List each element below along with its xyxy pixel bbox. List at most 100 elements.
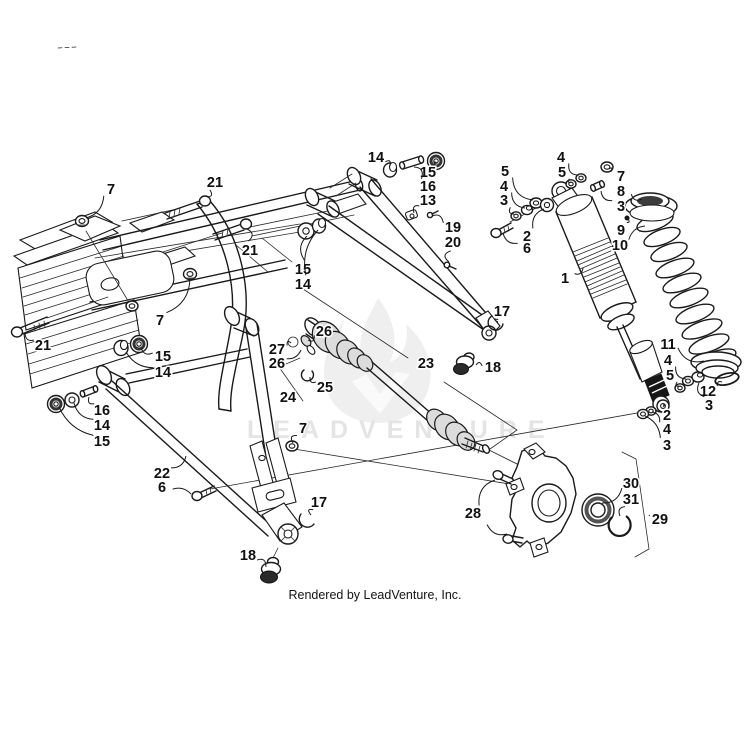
callout-27: 27	[267, 341, 292, 360]
callout-label: 15	[295, 262, 311, 278]
callout-14: 14	[366, 149, 391, 168]
callout-7: 7	[85, 181, 117, 219]
bushing-15c	[129, 334, 149, 354]
callout-label: 28	[465, 506, 481, 522]
callout-10: 10	[610, 225, 646, 256]
washer-15b	[297, 222, 315, 240]
callout-label: 7	[299, 421, 307, 437]
snap-ring-17-lower	[298, 513, 315, 528]
callout-15: 15	[58, 406, 112, 452]
callout-5: 5	[499, 163, 534, 201]
washer-3a	[510, 211, 522, 221]
nut-7e	[600, 161, 614, 173]
callout-label: 2	[663, 408, 671, 424]
callout-label: 2	[523, 229, 531, 245]
callout-7: 7	[608, 167, 627, 187]
hardware	[10, 151, 705, 544]
callout-label: 14	[295, 277, 311, 293]
callout-label: 23	[418, 356, 434, 372]
callout-label: 10	[612, 238, 628, 254]
eyelet-bushing-2a	[539, 197, 555, 213]
callout-label: 27	[269, 342, 285, 358]
steering-knuckle	[505, 442, 632, 558]
callout-17: 17	[308, 494, 329, 516]
callout-label: 1	[561, 271, 569, 287]
washer-15d	[46, 394, 66, 414]
callout-label: 8	[617, 184, 625, 200]
callout-label: 3	[617, 199, 625, 215]
callout-label: 6	[158, 480, 166, 496]
callout-label: 17	[494, 304, 510, 320]
nut-4d	[681, 375, 695, 387]
callout-label: 3	[663, 438, 671, 454]
callout-3: 3	[644, 415, 673, 456]
callout-16: 16	[413, 166, 438, 197]
bushing-14c	[113, 339, 129, 357]
clip-25	[300, 369, 315, 382]
screw-19	[426, 210, 439, 219]
bolt-28a	[492, 469, 514, 485]
callout-label: 15	[420, 165, 436, 181]
callout-label: 24	[280, 390, 296, 406]
washer-14d	[64, 392, 80, 408]
boot-clamp-26b	[306, 345, 316, 355]
callout-21: 21	[240, 228, 260, 261]
callout-3: 3	[697, 382, 715, 416]
callout-31: 31	[618, 491, 641, 517]
bolt-21c	[10, 316, 50, 338]
callout-21: 21	[205, 174, 225, 198]
callout-14: 14	[293, 229, 319, 295]
callout-label: 29	[652, 512, 668, 528]
callout-label: 11	[660, 337, 675, 353]
callout-16: 16	[87, 396, 112, 421]
callout-label: 21	[35, 338, 51, 354]
callout-label: 19	[445, 220, 461, 236]
callout-label: 17	[311, 495, 327, 511]
callout-label: 6	[523, 241, 531, 257]
callout-9: 9	[615, 218, 630, 241]
callout-17: 17	[492, 303, 512, 323]
bolt-6b	[490, 222, 514, 239]
screw-20	[443, 261, 457, 270]
callout-23: 23	[416, 355, 435, 374]
callout-26: 26	[307, 323, 334, 342]
nut-7d	[285, 440, 299, 452]
callout-5: 5	[556, 164, 572, 183]
bushing-15a	[426, 151, 446, 171]
bolt-21b	[212, 218, 253, 241]
callout-label: 14	[368, 150, 384, 166]
callout-label: 14	[94, 418, 110, 434]
callout-7: 7	[290, 420, 309, 444]
bushing-14b	[311, 217, 327, 234]
callout-label: 16	[94, 403, 110, 419]
callout-label: 4	[664, 353, 672, 369]
bracket-screw-13	[404, 209, 418, 221]
callout-4: 4	[651, 411, 673, 440]
wheel-bearing-30	[581, 493, 615, 527]
sleeve-16b	[79, 385, 99, 398]
nut-4b	[575, 173, 587, 183]
callout-18: 18	[238, 547, 267, 568]
callout-29: 29	[648, 511, 670, 530]
callout-30: 30	[601, 475, 641, 504]
nut-7a	[74, 214, 90, 228]
callout-1: 1	[559, 267, 584, 289]
lower-a-arm	[95, 305, 303, 545]
callout-label: 5	[558, 165, 566, 181]
callout-15: 15	[140, 348, 173, 367]
callout-label: 7	[617, 169, 625, 185]
callout-label: 21	[242, 243, 258, 259]
callout-6: 6	[502, 232, 533, 259]
callout-20: 20	[443, 234, 463, 263]
callout-6: 6	[156, 479, 192, 498]
callout-label: 7	[107, 182, 115, 198]
callout-label: 9	[617, 223, 625, 239]
callout-8: 8	[615, 183, 643, 202]
callout-3: 3	[600, 190, 627, 217]
callout-label: 18	[485, 360, 501, 376]
cone-spacer-3d	[691, 371, 705, 383]
callout-5: 5	[664, 367, 680, 387]
callout-label: 30	[623, 476, 639, 492]
callout-label: 3	[705, 398, 713, 414]
